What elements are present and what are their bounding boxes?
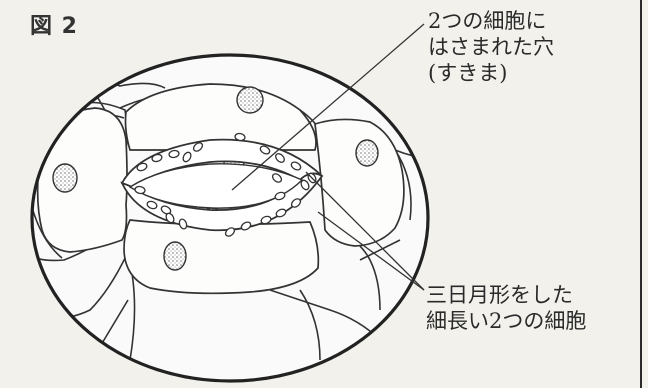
- guard-cells-label: 三日月形をした 細長い2つの細胞: [426, 282, 586, 334]
- magnifier-circle: [30, 53, 430, 383]
- pore-label-line: 2つの細胞に: [428, 9, 547, 33]
- leader-lines: [231, 23, 425, 291]
- lower-guard-leader-line: [317, 211, 425, 291]
- guard-cells-label-line: 三日月形をした: [426, 283, 573, 307]
- pore-label: 2つの細胞に はさまれた穴 (すきま): [428, 8, 554, 86]
- stomatal-pore: [128, 163, 304, 209]
- pore-label-line: (すきま): [428, 61, 508, 85]
- pore-leader-line: [231, 23, 425, 191]
- upper-guard-leader-line: [305, 171, 425, 291]
- page-edge-rule: [640, 0, 642, 388]
- figure-title: 図 2: [30, 14, 78, 39]
- neighbor-cells: [36, 83, 405, 295]
- chloroplasts: [134, 132, 317, 237]
- guard-cells-label-line: 細長い2つの細胞: [426, 309, 587, 333]
- lens-contents: [32, 55, 428, 381]
- pore-label-line: はさまれた穴: [428, 35, 554, 59]
